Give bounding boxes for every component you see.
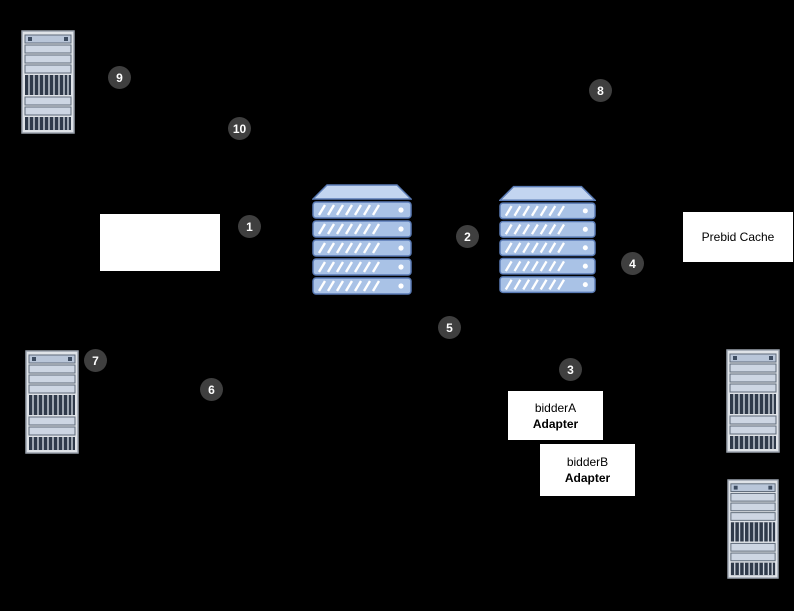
bidder-a-type: Adapter	[532, 416, 579, 431]
server-rack-icon	[25, 350, 79, 454]
blank-box	[100, 214, 220, 271]
step-badge-10: 10	[228, 117, 251, 140]
step-badge-9: 9	[108, 66, 131, 89]
step-badge-8: 8	[589, 79, 612, 102]
step-badge-2: 2	[456, 225, 479, 248]
bidder-a-name: bidderA	[534, 400, 577, 415]
bidder-b-name: bidderB	[566, 455, 609, 469]
step-badge-1: 1	[238, 215, 261, 238]
step-badge-6: 6	[200, 378, 223, 401]
server-rack-icon	[726, 348, 780, 454]
step-badge-5: 5	[438, 316, 461, 339]
prebid-cache-box: Prebid Cache	[683, 212, 793, 262]
bidder-b-adapter-box: bidderB Adapter	[540, 444, 635, 496]
server-stack-icon	[312, 184, 412, 296]
step-badge-3: 3	[559, 358, 582, 381]
step-badge-7: 7	[84, 349, 107, 372]
prebid-cache-label: Prebid Cache	[701, 230, 775, 244]
bidder-a-adapter-box: bidderA Adapter	[508, 391, 603, 440]
server-stack-icon	[499, 184, 596, 296]
bidder-b-type: Adapter	[564, 471, 611, 485]
server-rack-icon	[726, 479, 780, 579]
server-rack-icon	[21, 30, 75, 134]
step-badge-4: 4	[621, 252, 644, 275]
